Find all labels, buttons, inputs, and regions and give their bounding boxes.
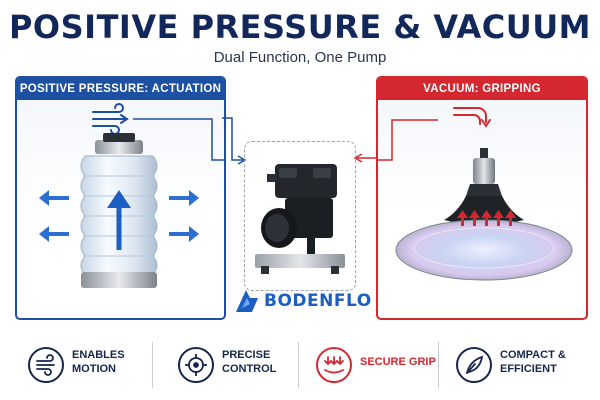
pump-frame (244, 141, 356, 291)
airflow-icon (28, 347, 64, 383)
brand-mark-icon (236, 290, 258, 312)
feather-icon (456, 347, 492, 383)
vacuum-flow-icon (453, 107, 491, 128)
suction-cup-illustration (378, 107, 573, 281)
feature-label: COMPACT & EFFICIENT (500, 349, 566, 375)
feature-bar: ENABLES MOTION PRECISE CONTROL (0, 330, 600, 400)
pump-illustration (255, 164, 345, 274)
page-title: POSITIVE PRESSURE & VACUUM (8, 8, 592, 46)
expansion-arrows-icon (39, 190, 199, 242)
bellows-actuator (80, 133, 158, 288)
flow-arrow-line (133, 118, 224, 161)
feature-divider (438, 342, 439, 388)
feature-divider (152, 342, 153, 388)
grip-force-arrows-icon (457, 210, 516, 226)
airflow-icon (92, 103, 129, 135)
brand-logo: BODENFLO (232, 286, 382, 318)
feature-label: ENABLES MOTION (72, 349, 125, 375)
feature-label: SECURE GRIP (360, 356, 436, 368)
vacuum-flow-line (378, 119, 438, 161)
brand-name: BODENFLO (264, 291, 372, 311)
positive-pressure-panel: POSITIVE PRESSURE: ACTUATION (15, 76, 226, 320)
bellows-actuator-illustration (39, 103, 224, 288)
vacuum-panel-title: VACUUM: GRIPPING (378, 78, 586, 100)
grip-arrows-icon (316, 347, 352, 383)
vacuum-panel: VACUUM: GRIPPING (376, 76, 588, 320)
page-subtitle: Dual Function, One Pump (213, 49, 387, 66)
suction-cup (395, 148, 573, 281)
crosshair-icon (178, 347, 214, 383)
feature-divider (298, 342, 299, 388)
feature-label: PRECISE CONTROL (222, 349, 277, 375)
positive-pressure-panel-title: POSITIVE PRESSURE: ACTUATION (17, 78, 224, 100)
